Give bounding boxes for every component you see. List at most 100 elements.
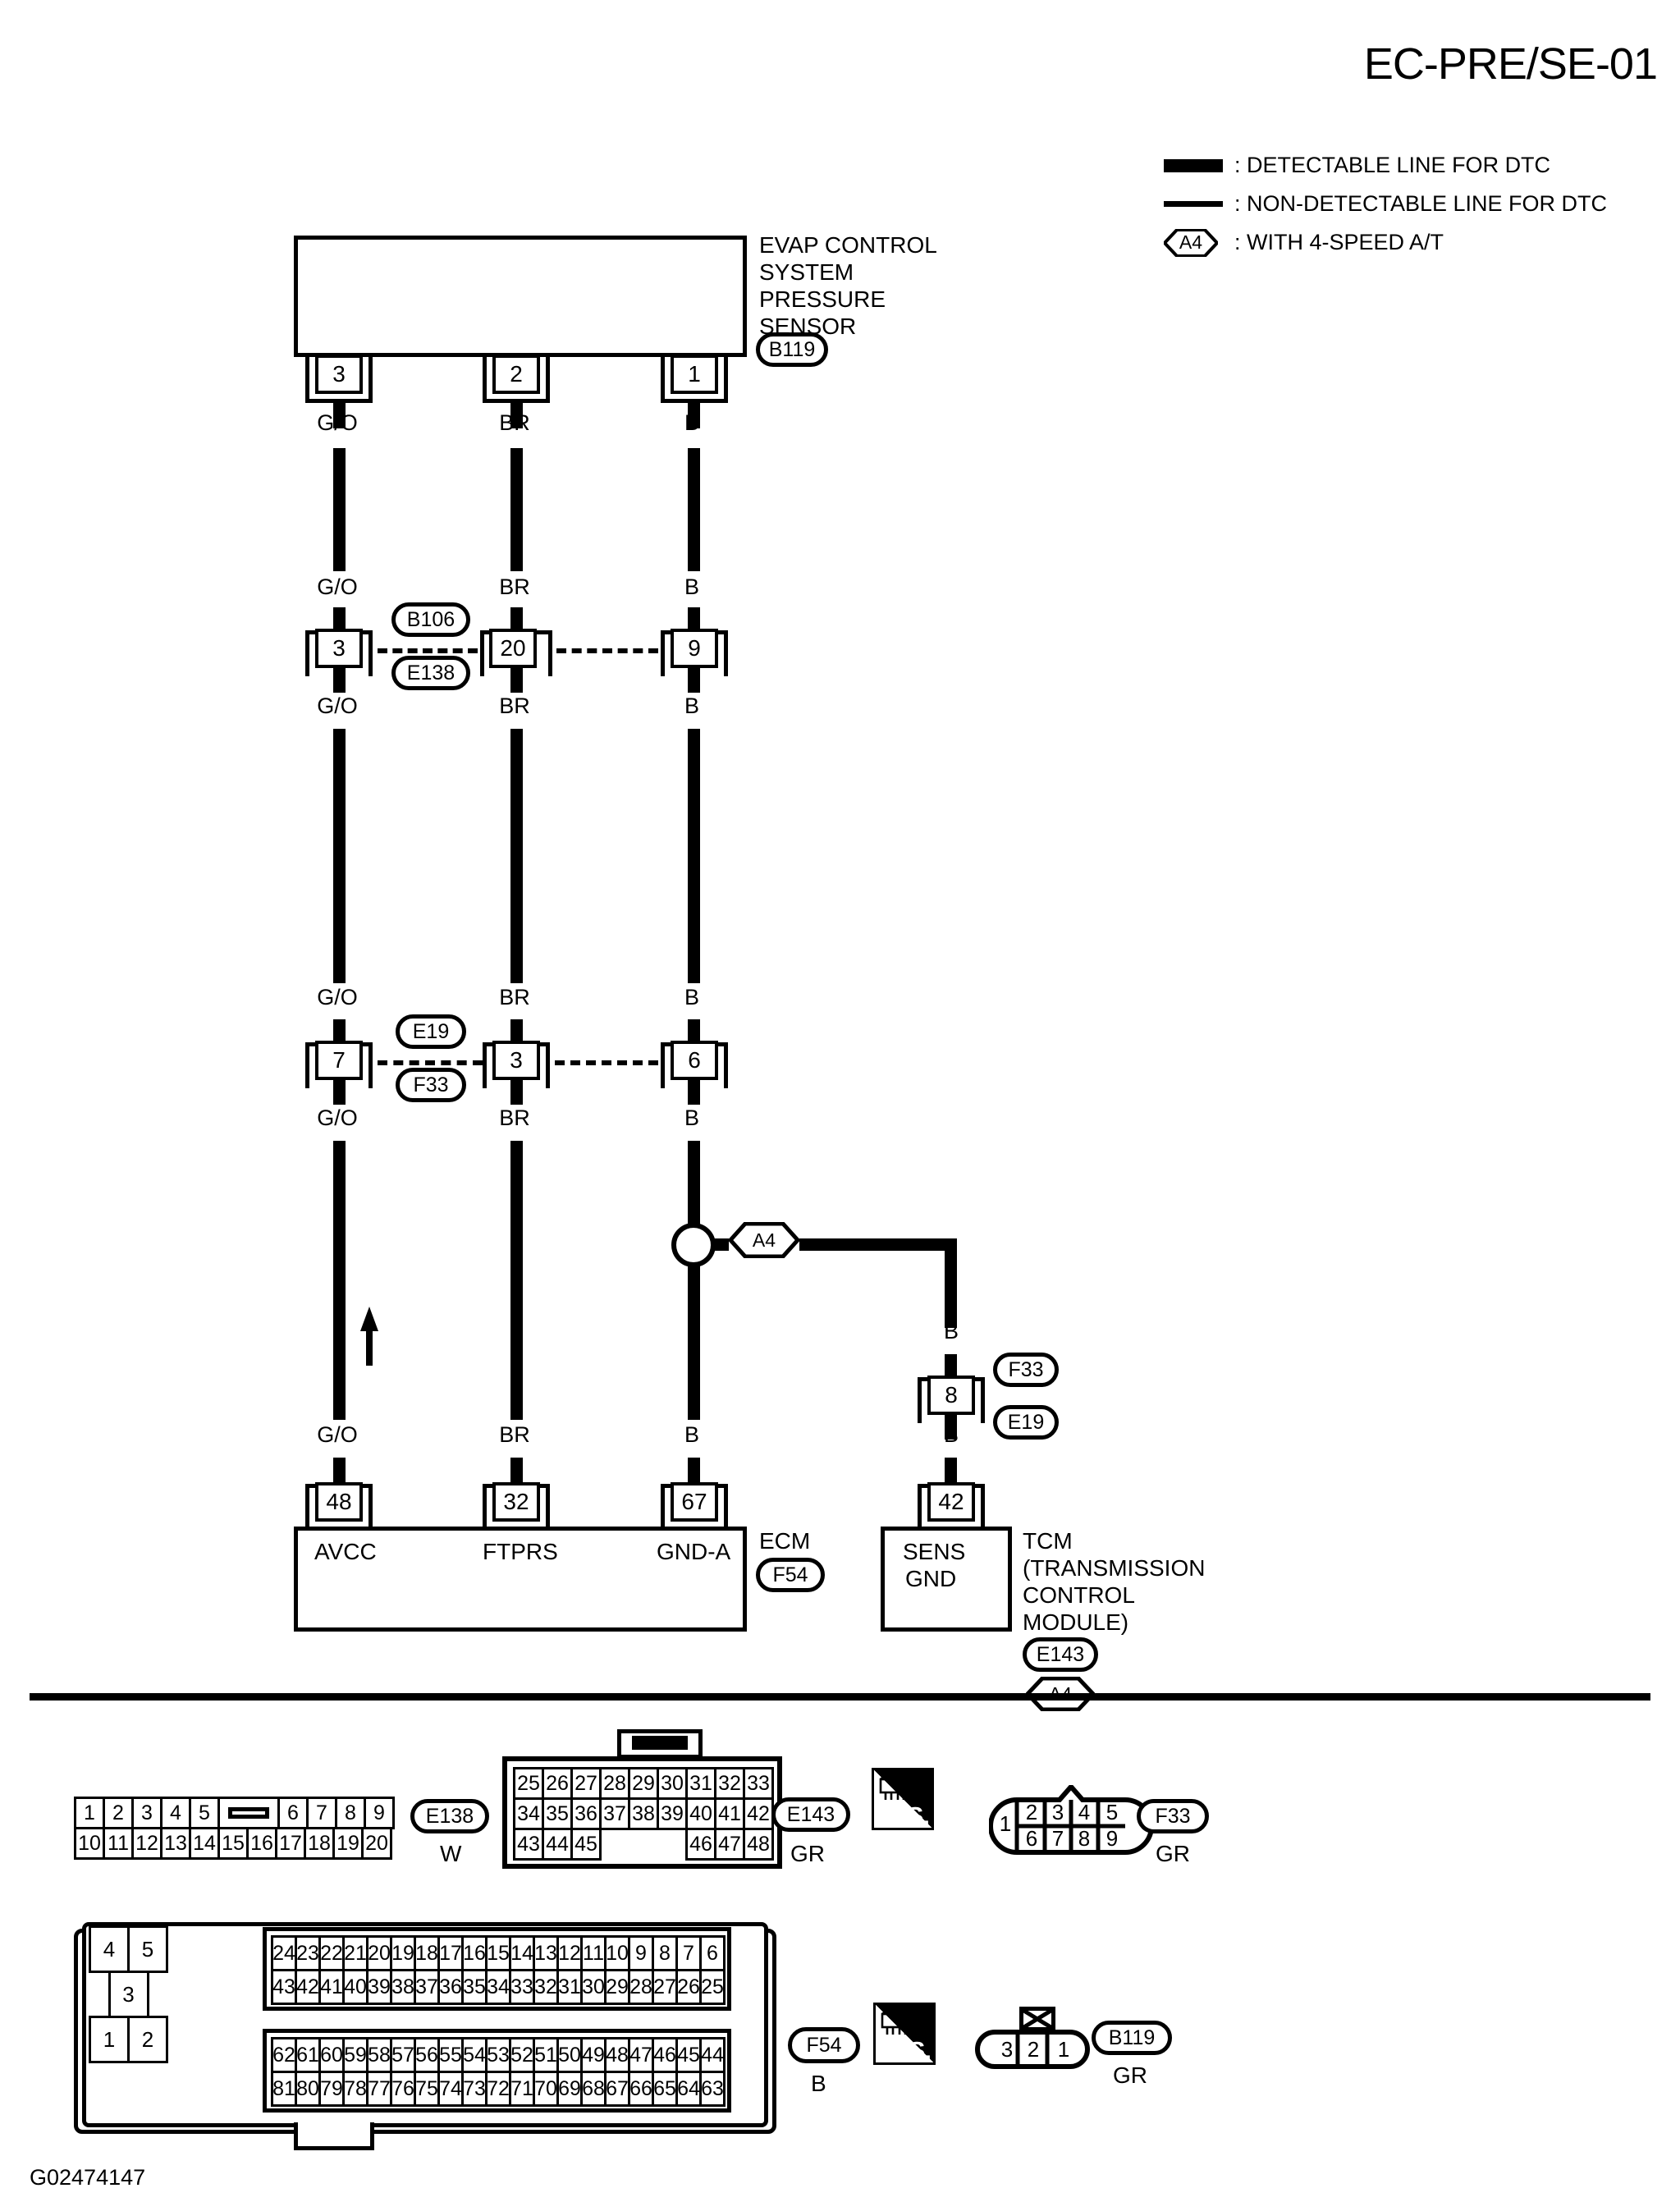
e143-latch-slot-icon [632,1736,688,1750]
junction1-pin-9: 9 [671,629,718,668]
ecm-signal-gnd-a: GND-A [657,1539,731,1564]
f54l-pin-76: 76 [390,2071,416,2107]
branch-junction-node [671,1223,716,1267]
f54l-pin-54: 54 [461,2037,488,2073]
f54l-pin-73: 73 [461,2071,488,2107]
wire-go-segment-2 [333,448,346,571]
e143-pin-44: 44 [542,1828,573,1861]
tcm-label-line4: MODULE) [1023,1609,1129,1635]
f33-pin-6: 6 [1025,1826,1038,1851]
f54u-pin-21: 21 [342,1935,369,1971]
wire-br-segment-6 [510,1019,523,1044]
connector-color-f33: GR [1156,1841,1190,1866]
f54l-pin-77: 77 [366,2071,392,2107]
f54u-pin-19: 19 [390,1935,416,1971]
wire-color-b-2: B [684,574,699,599]
e143-pin-35: 35 [542,1797,573,1830]
f54l-pin-59: 59 [342,2037,369,2073]
ecm-box [294,1527,747,1632]
e138-pin-20: 20 [361,1827,392,1860]
evap-sensor-label-line1: EVAP CONTROL [759,232,937,258]
e138-pin-2: 2 [103,1797,134,1829]
e138-pin-15: 15 [217,1827,249,1860]
f54l-pin-67: 67 [604,2071,630,2107]
wire-b-segment-8 [688,1141,700,1241]
wire-go-segment-9 [333,1458,346,1485]
connector-view-f33: 1 2 3 4 5 6 7 8 9 [988,1783,1154,1871]
e138-pin-10: 10 [74,1827,105,1860]
f54-pin-5: 5 [127,1925,168,1973]
wire-go-segment-1 [333,400,346,428]
f54u-pin-10: 10 [604,1935,630,1971]
connector-id-f54-view: F54 [788,2027,860,2063]
connector-glyph-icon [879,1774,916,1800]
legend-label-detectable: : DETECTABLE LINE FOR DTC [1234,153,1551,177]
f54l-pin-56: 56 [414,2037,440,2073]
connector-color-e138: W [440,1841,462,1866]
f54l-pin-68: 68 [580,2071,607,2107]
e143-pin-42: 42 [743,1797,774,1830]
e138-pin-7: 7 [306,1797,337,1829]
wire-br-segment-9 [510,1458,523,1485]
page-title: EC-PRE/SE-01 [1363,39,1658,89]
f54u-pin-9: 9 [628,1935,654,1971]
wire-color-br-5: BR [499,1106,530,1130]
e143-pin-43: 43 [513,1828,544,1861]
connector-color-f54: B [811,2071,826,2096]
f54u-pin-14: 14 [509,1935,535,1971]
connector-id-e138-view: E138 [410,1799,489,1833]
f54u-pin-20: 20 [366,1935,392,1971]
branch-wire-vertical-2 [945,1354,957,1379]
f54l-pin-66: 66 [628,2071,654,2107]
tcm-label-line3: CONTROL [1023,1582,1135,1608]
connector-id-f33: F33 [396,1068,466,1102]
connector-id-b106: B106 [391,602,470,637]
evap-sensor-box [294,236,747,357]
f54u-pin-23: 23 [295,1935,321,1971]
f54-pin-3: 3 [108,1971,149,2018]
e143-pin-46: 46 [685,1828,716,1861]
wire-go-segment-7 [333,1080,346,1105]
footer-code: G02474147 [30,2164,146,2190]
e138-pin-6: 6 [277,1797,309,1829]
f54u-pin-17: 17 [437,1935,464,1971]
f54u-pin-22: 22 [318,1935,345,1971]
e138-pin-5: 5 [189,1797,220,1829]
branch-a4-hexagon-icon: A4 [729,1222,799,1258]
e138-pin-18: 18 [304,1827,335,1860]
wire-b-segment-3 [688,607,700,632]
f54l-pin-53: 53 [485,2037,511,2073]
connector-id-f33-branch: F33 [993,1353,1059,1387]
f54u-pin-26: 26 [675,1969,702,2005]
wire-color-b-1: B [684,410,699,435]
f54l-pin-62: 62 [271,2037,297,2073]
wire-color-b-3: B [684,694,699,718]
wire-go-segment-6 [333,1019,346,1044]
f54u-pin-42: 42 [295,1969,321,2005]
f54u-pin-37: 37 [414,1969,440,2005]
f54u-pin-13: 13 [533,1935,559,1971]
wire-color-br-6: BR [499,1422,530,1447]
f54u-pin-36: 36 [437,1969,464,2005]
connector-id-e19-branch: E19 [993,1405,1059,1440]
f54l-pin-48: 48 [604,2037,630,2073]
legend: : DETECTABLE LINE FOR DTC : NON-DETECTAB… [1164,146,1607,262]
wire-color-go-3: G/O [317,694,358,718]
pin-bracket-sensor-3 [305,357,373,403]
junction2-pin-7: 7 [315,1041,363,1080]
e143-pin-30: 30 [657,1767,688,1800]
f54l-pin-57: 57 [390,2037,416,2073]
f54u-pin-32: 32 [533,1969,559,2005]
wire-color-go-5: G/O [317,1106,358,1130]
f54u-pin-31: 31 [556,1969,583,2005]
non-detectable-line-swatch-icon [1164,185,1228,223]
tcm-a4-text: A4 [1048,1682,1073,1705]
tcm-label-line1: TCM [1023,1528,1073,1554]
wire-b-segment-1 [688,400,700,428]
wire-br-segment-1 [510,400,523,428]
f54-latch-tab-icon [294,2122,374,2150]
b119-pin-2: 2 [1027,2037,1040,2062]
f54l-pin-69: 69 [556,2071,583,2107]
